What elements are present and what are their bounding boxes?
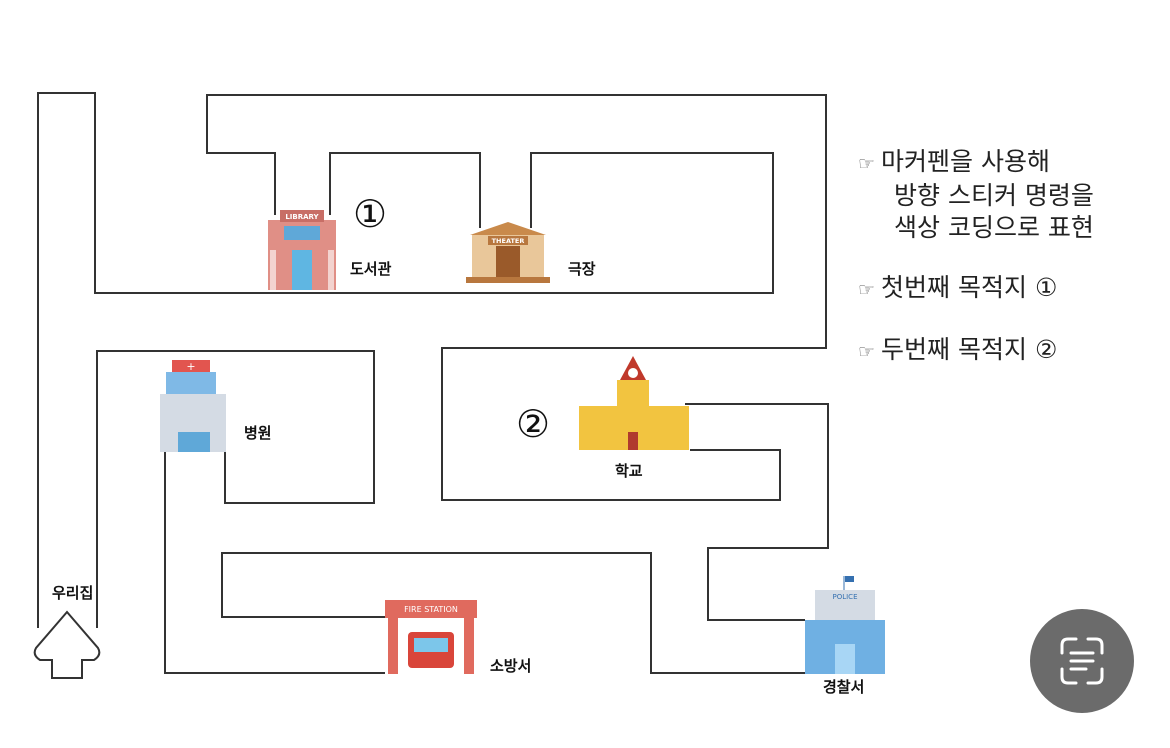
police-building-icon: POLICE (805, 576, 885, 674)
school-label: 학교 (615, 462, 643, 480)
school-building-icon (579, 356, 689, 450)
road-line (221, 552, 805, 674)
hospital-label: 병원 (244, 424, 272, 442)
first-destination-text: 첫번째 목적지 ① (881, 273, 1058, 302)
instruction-line: 마커펜을 사용해 (881, 147, 1050, 176)
second-destination-marker: ② (516, 402, 551, 446)
fire-station-label: 소방서 (490, 657, 532, 675)
theater-sign: THEATER (492, 237, 525, 245)
road-line (96, 350, 375, 628)
second-destination-note: ☞두번째 목적지 ② (858, 334, 1057, 368)
hospital-building-icon: + (160, 360, 226, 452)
up-arrow-icon (33, 610, 101, 679)
first-destination-note: ☞첫번째 목적지 ① (858, 272, 1057, 306)
instruction-note: ☞마커펜을 사용해 방향 스티커 명령을 색상 코딩으로 표현 (858, 146, 1094, 244)
road-line (685, 403, 829, 621)
first-destination-marker: ① (353, 192, 388, 236)
pointing-hand-icon: ☞ (858, 279, 876, 301)
road-line (37, 92, 774, 628)
police-label: 경찰서 (823, 678, 865, 696)
library-sign: LIBRARY (285, 213, 319, 221)
library-building-icon: LIBRARY (268, 210, 336, 290)
instruction-line: 색상 코딩으로 표현 (894, 213, 1094, 242)
road-line (164, 450, 385, 674)
police-sign: POLICE (832, 593, 857, 601)
theater-label: 극장 (568, 260, 596, 278)
road-line (206, 94, 827, 501)
fire-station-building-icon: FIRE STATION (385, 600, 477, 674)
pointing-hand-icon: ☞ (858, 341, 876, 363)
svg-text:+: + (186, 360, 195, 373)
home-label: 우리집 (52, 584, 94, 602)
library-label: 도서관 (350, 260, 392, 278)
road-line (329, 152, 481, 228)
text-scan-icon (1060, 637, 1104, 685)
second-destination-text: 두번째 목적지 ② (881, 335, 1058, 364)
instruction-line: 방향 스티커 명령을 (894, 181, 1094, 210)
fire-station-sign: FIRE STATION (404, 605, 458, 614)
pointing-hand-icon: ☞ (858, 153, 876, 175)
text-scan-button[interactable] (1030, 609, 1134, 713)
theater-building-icon: THEATER (466, 222, 550, 283)
